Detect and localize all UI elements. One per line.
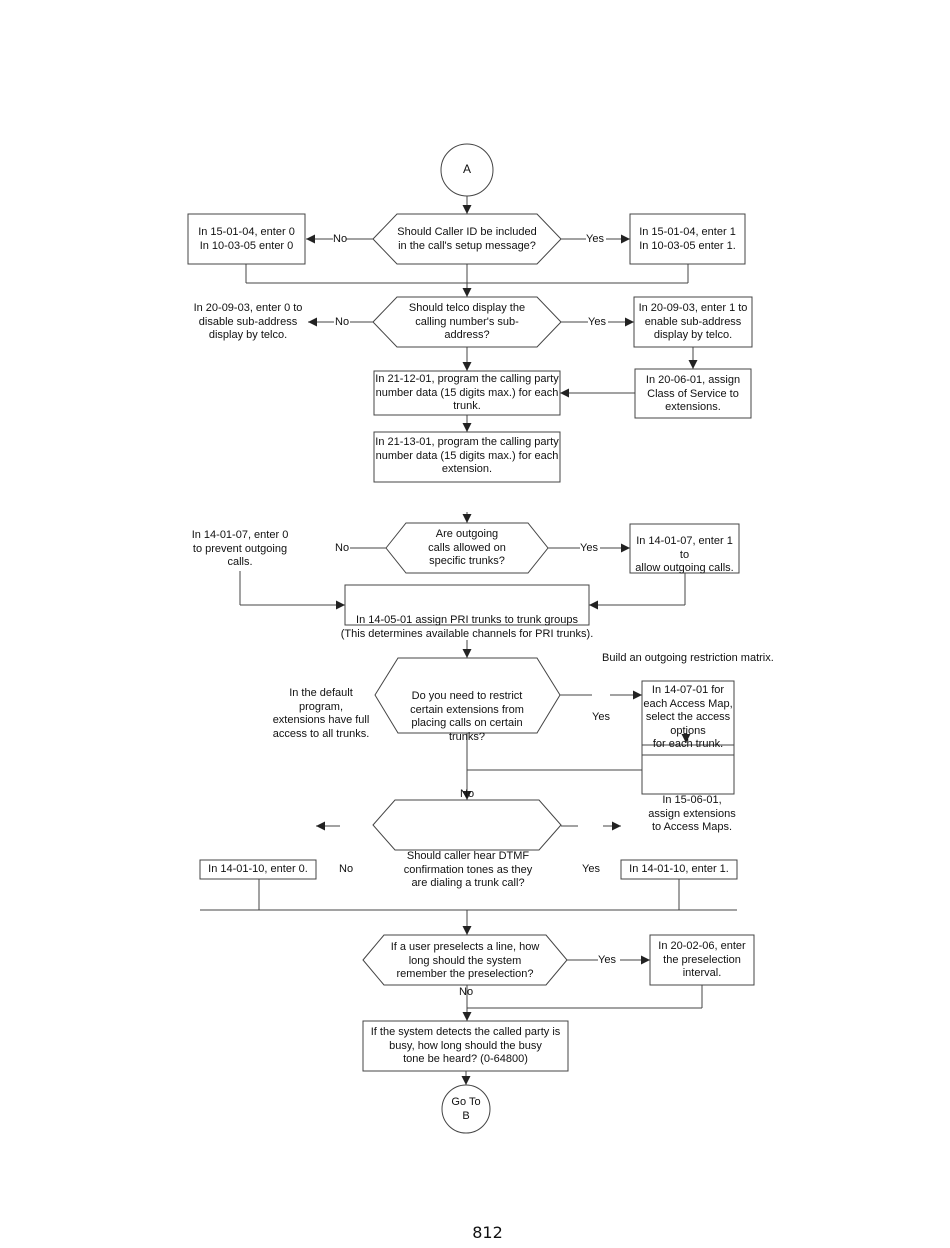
q6-yes-action: In 20-02-06, enter the preselection inte…	[658, 940, 746, 979]
pri-box	[344, 584, 590, 626]
trunk-cpn-action: In 21-12-01, program the calling party n…	[375, 373, 559, 412]
page-number: 812	[472, 1223, 503, 1242]
q6-question: If a user preselects a line, how long sh…	[390, 941, 540, 980]
access-map-box	[641, 680, 735, 795]
start-connector-label: A	[462, 162, 471, 176]
ext-cpn-box	[373, 431, 561, 483]
q4-yes-label: Yes	[592, 711, 610, 723]
q2-yes-label: Yes	[588, 316, 606, 328]
q1-no-label: No	[333, 233, 348, 245]
end-connector-label: Go To B	[451, 1096, 481, 1122]
matrix-title: Build an outgoing restriction matrix.	[602, 652, 774, 664]
q3-yes-action: In 14-01-07, enter 1 to allow outgoing c…	[635, 535, 734, 574]
q6-no-label: No	[459, 986, 474, 998]
q1-yes-label: Yes	[586, 233, 604, 245]
q2-no-action: In 20-09-03, enter 0 to disable sub-addr…	[193, 302, 303, 341]
cos-action: In 20-06-01, assign Class of Service to …	[645, 374, 741, 413]
q5-yes-label: Yes	[582, 863, 600, 875]
q3-no-action: In 14-01-07, enter 0 to prevent outgoing…	[191, 529, 289, 568]
q4-default-note: In the default program, extensions have …	[272, 687, 370, 740]
q3-no-label: No	[335, 542, 350, 554]
busy-tone-question: If the system detects the called party i…	[370, 1026, 561, 1065]
q5-no-label: No	[339, 863, 354, 875]
q1-no-action: In 15-01-04, enter 0 In 10-03-05 enter 0	[198, 226, 295, 252]
q3-question: Are outgoing calls allowed on specific t…	[428, 528, 506, 567]
q5-decision-shape	[372, 799, 562, 851]
access-map-action: In 14-07-01 for each Access Map, select …	[643, 684, 733, 750]
q5-no-action: In 14-01-10, enter 0.	[208, 863, 308, 875]
q2-question: Should telco display the calling number'…	[408, 302, 526, 341]
q5-question: Should caller hear DTMF confirmation ton…	[403, 850, 533, 889]
q5-no-box	[199, 859, 317, 880]
pri-action: In 14-05-01 assign PRI trunks to trunk g…	[340, 614, 594, 640]
q1-yes-action: In 15-01-04, enter 1 In 10-03-05 enter 1…	[639, 226, 736, 252]
q5-yes-action: In 14-01-10, enter 1.	[629, 863, 729, 875]
ext-cpn-action: In 21-13-01, program the calling party n…	[375, 436, 559, 475]
q6-yes-label: Yes	[598, 954, 616, 966]
end-connector-shape	[441, 1084, 491, 1134]
q2-yes-action: In 20-09-03, enter 1 to enable sub-addre…	[638, 302, 748, 341]
q1-question: Should Caller ID be included in the call…	[397, 226, 537, 252]
assign-map-action: In 15-06-01, assign extensions to Access…	[648, 794, 736, 833]
q2-no-label: No	[335, 316, 350, 328]
q4-no-label: No	[460, 788, 475, 800]
q4-question: Do you need to restrict certain extensio…	[410, 690, 524, 743]
q3-yes-label: Yes	[580, 542, 598, 554]
